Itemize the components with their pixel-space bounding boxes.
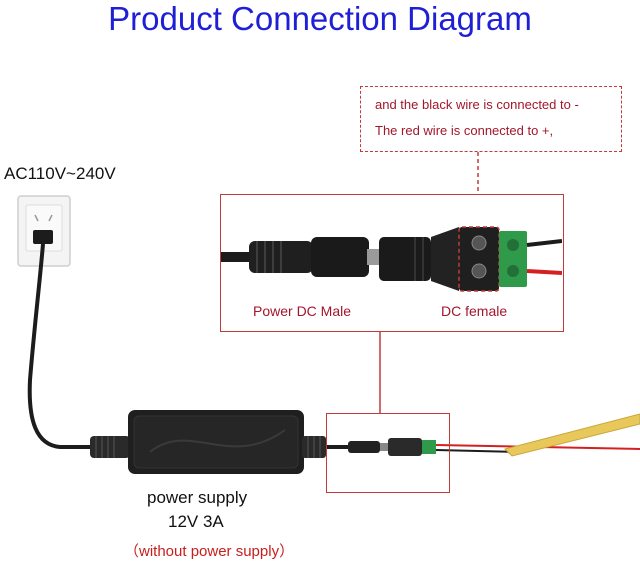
led-strip-icon (504, 413, 640, 457)
wall-outlet-icon (17, 195, 71, 267)
dc-connector-small-icon (348, 438, 436, 456)
connector-zoom-frame (326, 413, 450, 493)
wiring-note-line-2: The red wire is connected to +, (375, 123, 554, 138)
diagram-title: Product Connection Diagram (108, 0, 532, 37)
input-voltage-label: AC110V~240V (4, 164, 116, 183)
wiring-note-line-1: and the black wire is connected to - (375, 97, 579, 112)
dc-female-socket-icon (379, 227, 459, 291)
power-supply-label: power supply (147, 488, 248, 507)
power-supply-note: （without power supply） (124, 543, 295, 560)
ac-cable (27, 243, 128, 449)
female-connector-label: DC female (441, 303, 508, 319)
power-adapter-icon (90, 410, 326, 474)
male-connector-label: Power DC Male (253, 303, 352, 319)
connector-closeup-graphics (221, 226, 562, 292)
power-supply-rating: 12V 3A (168, 512, 224, 531)
connector-closeup-frame: Power DC Male DC female (220, 194, 564, 332)
terminal-block-icon (458, 226, 527, 292)
dc-male-plug-icon (249, 237, 381, 277)
wiring-note-box: and the black wire is connected to - The… (360, 86, 622, 152)
black-wire-small (435, 449, 521, 453)
